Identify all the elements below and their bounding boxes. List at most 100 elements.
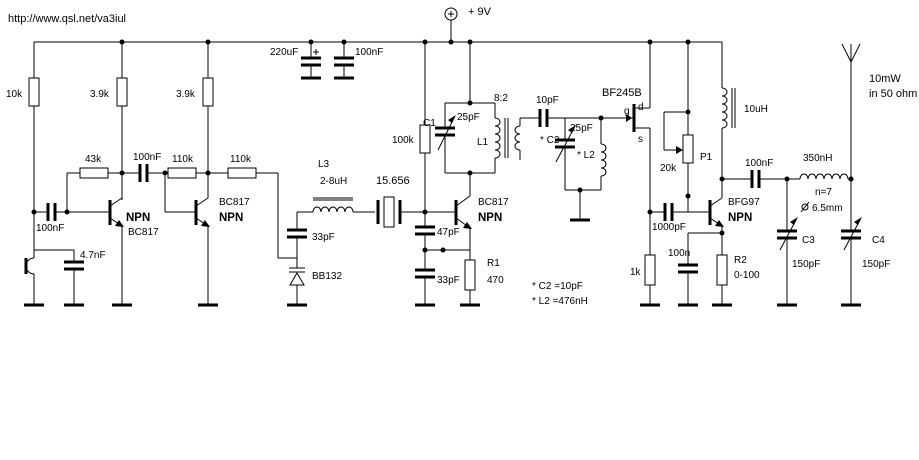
capacitor-100n-emitter: 100n	[668, 232, 722, 307]
svg-text:15.656: 15.656	[376, 175, 410, 187]
svg-text:s: s	[638, 134, 643, 145]
svg-text:100nF: 100nF	[36, 223, 64, 234]
svg-text:C4: C4	[872, 235, 885, 246]
resistor-110k-b: 110k	[208, 154, 297, 259]
svg-text:P1: P1	[700, 152, 713, 163]
capacitor-4-7nf: 4.7nF	[34, 249, 106, 307]
svg-text:3.9k: 3.9k	[176, 89, 196, 100]
svg-text:g: g	[624, 106, 630, 117]
svg-text:0-100: 0-100	[734, 270, 760, 281]
supply-terminal	[444, 7, 458, 42]
svg-text:110k: 110k	[230, 154, 252, 165]
svg-text:NPN: NPN	[219, 212, 243, 224]
capacitor-47pf: 47pF	[415, 212, 470, 251]
svg-text:25pF: 25pF	[570, 123, 593, 134]
svg-text:33pF: 33pF	[312, 232, 335, 243]
svg-text:10pF: 10pF	[536, 95, 559, 106]
svg-text:100nF: 100nF	[133, 152, 161, 163]
capacitor-100nf-decoupling: 100nF	[334, 42, 383, 80]
svg-text:1k: 1k	[630, 267, 642, 278]
tank-c2-l2: 25pF * C2 * L2	[540, 118, 607, 222]
inductor-l3: L3 2-8uH	[297, 159, 375, 213]
inductor-10uh: 10uH	[688, 41, 768, 179]
svg-text:NPN: NPN	[728, 212, 752, 224]
svg-text:100nF: 100nF	[355, 47, 383, 58]
svg-text:4.7nF: 4.7nF	[80, 250, 106, 261]
svg-text:43k: 43k	[85, 154, 102, 165]
capacitor-c4: C4 150pF	[841, 60, 890, 307]
svg-text:BC817: BC817	[219, 197, 250, 208]
tank-c1-l1: C1 25pF L1 8:2	[423, 42, 521, 174]
svg-text:33pF: 33pF	[437, 275, 460, 286]
svg-text:NPN: NPN	[478, 212, 502, 224]
resistor-r2: R2 0-100	[712, 254, 760, 307]
svg-text:110k: 110k	[172, 154, 194, 165]
svg-text:350nH: 350nH	[803, 153, 832, 164]
svg-text:470: 470	[487, 275, 504, 286]
svg-text:150pF: 150pF	[792, 259, 820, 270]
capacitor-c3: C3 150pF	[777, 179, 820, 307]
microphone	[24, 212, 44, 307]
transistor-q1: NPN BC817	[100, 197, 159, 307]
svg-text:* C2: * C2	[540, 135, 560, 146]
svg-text:BB132: BB132	[312, 271, 342, 282]
output-power-label: 10mW	[869, 73, 901, 85]
source-url: http://www.qsl.net/va3iul	[8, 13, 126, 25]
svg-text:C1: C1	[423, 118, 436, 129]
inductor-350nh: 350nH n=7 6.5mm	[799, 153, 851, 214]
resistor-1k: 1k	[630, 254, 660, 307]
capacitor-1000pf: 1000pF	[650, 203, 710, 233]
note-c2: * C2 =10pF	[532, 281, 583, 292]
svg-text:10k: 10k	[6, 89, 23, 100]
output-impedance-label: in 50 ohm	[869, 88, 917, 100]
transistor-q4: BFG97 NPN	[687, 179, 760, 255]
potentiometer-p1: 20k P1	[660, 42, 713, 196]
svg-text:BC817: BC817	[128, 227, 159, 238]
resistor-100k: 100k	[392, 42, 431, 212]
svg-text:3.9k: 3.9k	[90, 89, 110, 100]
varicap-bb132: BB132	[287, 267, 342, 307]
svg-text:1000pF: 1000pF	[652, 222, 686, 233]
svg-text:100k: 100k	[392, 135, 415, 146]
resistor-10k: 10k	[6, 42, 40, 212]
capacitor-33pf: 33pF	[415, 250, 460, 307]
resistor-3-9k-a: 3.9k	[90, 42, 128, 200]
resistor-3-9k-b: 3.9k	[176, 42, 214, 198]
svg-text:10uH: 10uH	[744, 104, 768, 115]
svg-text:100n: 100n	[668, 248, 690, 259]
svg-text:R2: R2	[734, 255, 747, 266]
capacitor-10pf: 10pF	[519, 95, 625, 160]
resistor-r1: R1 470	[460, 258, 504, 307]
svg-text:20k: 20k	[660, 163, 677, 174]
transistor-q2: BC817 NPN	[164, 173, 250, 307]
resistor-110k-a: 110k	[167, 154, 208, 179]
fet-bf245b: BF245B g d s	[602, 42, 651, 255]
svg-text:BFG97: BFG97	[728, 197, 760, 208]
supply-label: + 9V	[468, 6, 492, 18]
svg-text:R1: R1	[487, 258, 500, 269]
svg-text:100nF: 100nF	[745, 158, 773, 169]
note-l2: * L2 =476nH	[532, 296, 588, 307]
svg-text:BF245B: BF245B	[602, 87, 642, 99]
resistor-43k: 43k	[66, 154, 122, 212]
svg-text:* L2: * L2	[577, 150, 595, 161]
svg-text:L1: L1	[477, 137, 489, 148]
antenna	[841, 43, 861, 63]
capacitor-33pf-coupling: 33pF	[287, 212, 335, 268]
svg-text:47pF: 47pF	[437, 227, 460, 238]
transistor-q3: BC817 NPN	[454, 173, 509, 260]
svg-text:150pF: 150pF	[862, 259, 890, 270]
svg-text:NPN: NPN	[126, 212, 150, 224]
capacitor-100nf-coupling: 100nF	[122, 152, 168, 182]
capacitor-100nf-output: 100nF	[722, 158, 800, 188]
svg-text:n=7: n=7	[815, 187, 832, 198]
svg-text:25pF: 25pF	[457, 112, 480, 123]
svg-text:d: d	[638, 102, 644, 113]
svg-text:C3: C3	[802, 235, 815, 246]
svg-text:BC817: BC817	[478, 197, 509, 208]
svg-text:6.5mm: 6.5mm	[812, 203, 843, 214]
capacitor-220uf: 220uF	[270, 42, 321, 80]
svg-text:2-8uH: 2-8uH	[320, 176, 347, 187]
